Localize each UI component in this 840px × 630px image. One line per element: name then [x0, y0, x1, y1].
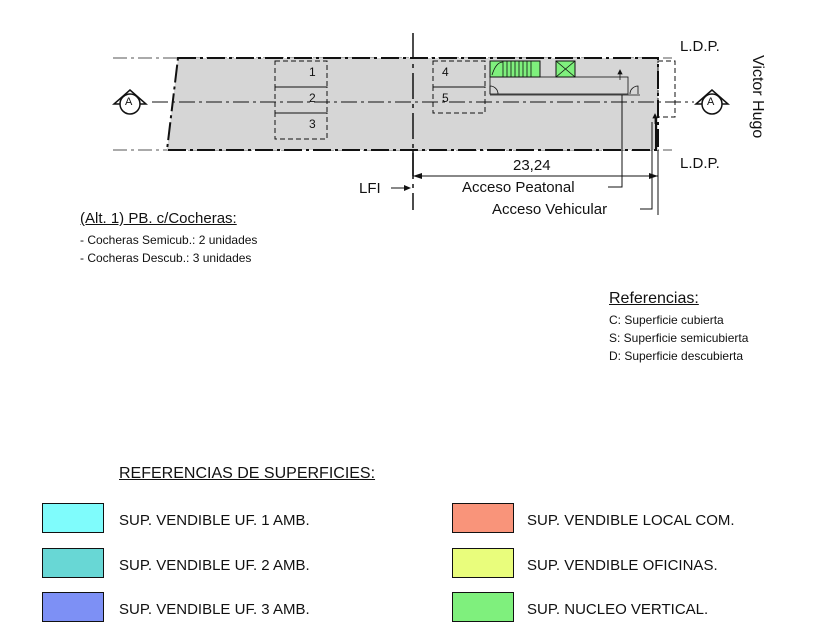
- access-arrows: [617, 69, 658, 124]
- leader-acceso-vehicular: [640, 122, 653, 210]
- legend-title: REFERENCIAS DE SUPERFICIES:: [119, 465, 376, 482]
- section-marker-right: [694, 89, 730, 115]
- legend-label-uf-1-amb: SUP. VENDIBLE UF. 1 AMB.: [119, 512, 310, 529]
- stair-treads: [491, 61, 532, 77]
- referencias-title: Referencias:: [609, 290, 699, 307]
- legend-swatch-oficinas: [452, 548, 514, 578]
- referencias-item-s: S: Superficie semicubierta: [609, 331, 749, 345]
- notes-line-2: - Cocheras Descub.: 3 unidades: [80, 251, 252, 265]
- legend-swatch-uf-3-amb: [42, 592, 104, 622]
- parking-label-2: 2: [309, 91, 316, 105]
- legend-label-nucleo-vertical: SUP. NUCLEO VERTICAL.: [527, 601, 709, 618]
- legend-swatch-nucleo-vertical: [452, 592, 514, 622]
- parking-label-5: 5: [442, 91, 449, 105]
- legend-label-uf-3-amb: SUP. VENDIBLE UF. 3 AMB.: [119, 601, 310, 618]
- dimension-value: 23,24: [513, 157, 551, 174]
- notes-line-1: - Cocheras Semicub.: 2 unidades: [80, 233, 258, 247]
- section-marker-left: [112, 89, 148, 115]
- legend-label-uf-2-amb: SUP. VENDIBLE UF. 2 AMB.: [119, 557, 310, 574]
- section-marker-right-label: A: [707, 96, 715, 108]
- legend-label-oficinas: SUP. VENDIBLE OFICINAS.: [527, 557, 718, 574]
- parking-label-4: 4: [442, 65, 449, 79]
- parking-spot-5: [432, 86, 486, 114]
- notes-title: (Alt. 1) PB. c/Cocheras:: [80, 210, 237, 227]
- legend-swatch-uf-1-amb: [42, 503, 104, 533]
- hall-corridor: [489, 76, 629, 95]
- legend-label-local-com: SUP. VENDIBLE LOCAL COM.: [527, 512, 735, 529]
- referencias-item-d: D: Superficie descubierta: [609, 349, 744, 363]
- parking-spot-3: [274, 112, 328, 140]
- street-name: Victor Hugo: [749, 55, 766, 139]
- legend-swatch-local-com: [452, 503, 514, 533]
- door-swing-1: [489, 85, 499, 95]
- section-marker-left-label: A: [125, 96, 133, 108]
- ldp-label-bottom: L.D.P.: [680, 155, 720, 172]
- acceso-peatonal-label: Acceso Peatonal: [462, 179, 575, 196]
- door-swing-2: [629, 85, 639, 95]
- acceso-vehicular-label: Acceso Vehicular: [492, 201, 608, 218]
- legend-swatch-uf-2-amb: [42, 548, 104, 578]
- lfi-label: LFI: [359, 180, 381, 197]
- parking-label-3: 3: [309, 117, 316, 131]
- referencias-item-c: C: Superficie cubierta: [609, 313, 724, 327]
- facade-recess: [657, 60, 676, 118]
- leader-acceso-peatonal: [608, 95, 623, 188]
- ldp-label-top: L.D.P.: [680, 38, 720, 55]
- parking-label-1: 1: [309, 65, 316, 79]
